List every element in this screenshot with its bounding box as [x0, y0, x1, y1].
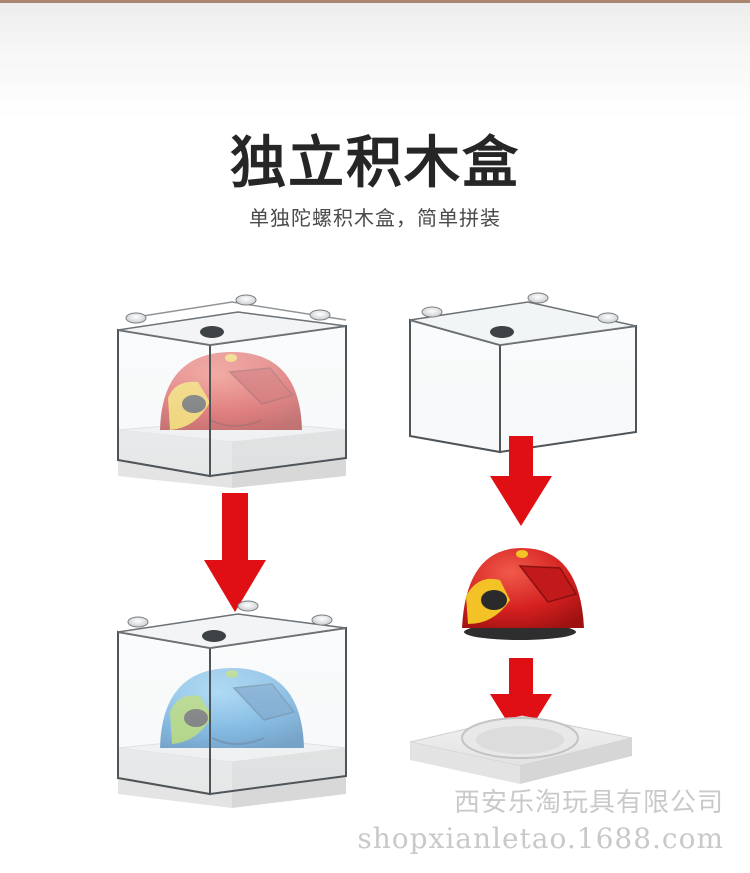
watermark-url: shopxianletao.1688.com	[357, 822, 724, 855]
loose-red-top	[462, 548, 584, 640]
box-with-blue-top	[117, 600, 347, 808]
top-gradient-band	[0, 0, 750, 120]
page-subtitle: 单独陀螺积木盒，简单拼装	[249, 206, 501, 230]
box-with-red-top	[117, 294, 347, 488]
top-border-line	[0, 0, 750, 3]
display-base	[409, 715, 633, 784]
page-title: 独立积木盒	[230, 131, 520, 196]
arrow-down-right-upper	[490, 436, 552, 526]
watermark-company: 西安乐淘玩具有限公司	[453, 788, 724, 818]
arrow-down-left	[204, 493, 266, 612]
empty-box-lid	[409, 292, 637, 454]
